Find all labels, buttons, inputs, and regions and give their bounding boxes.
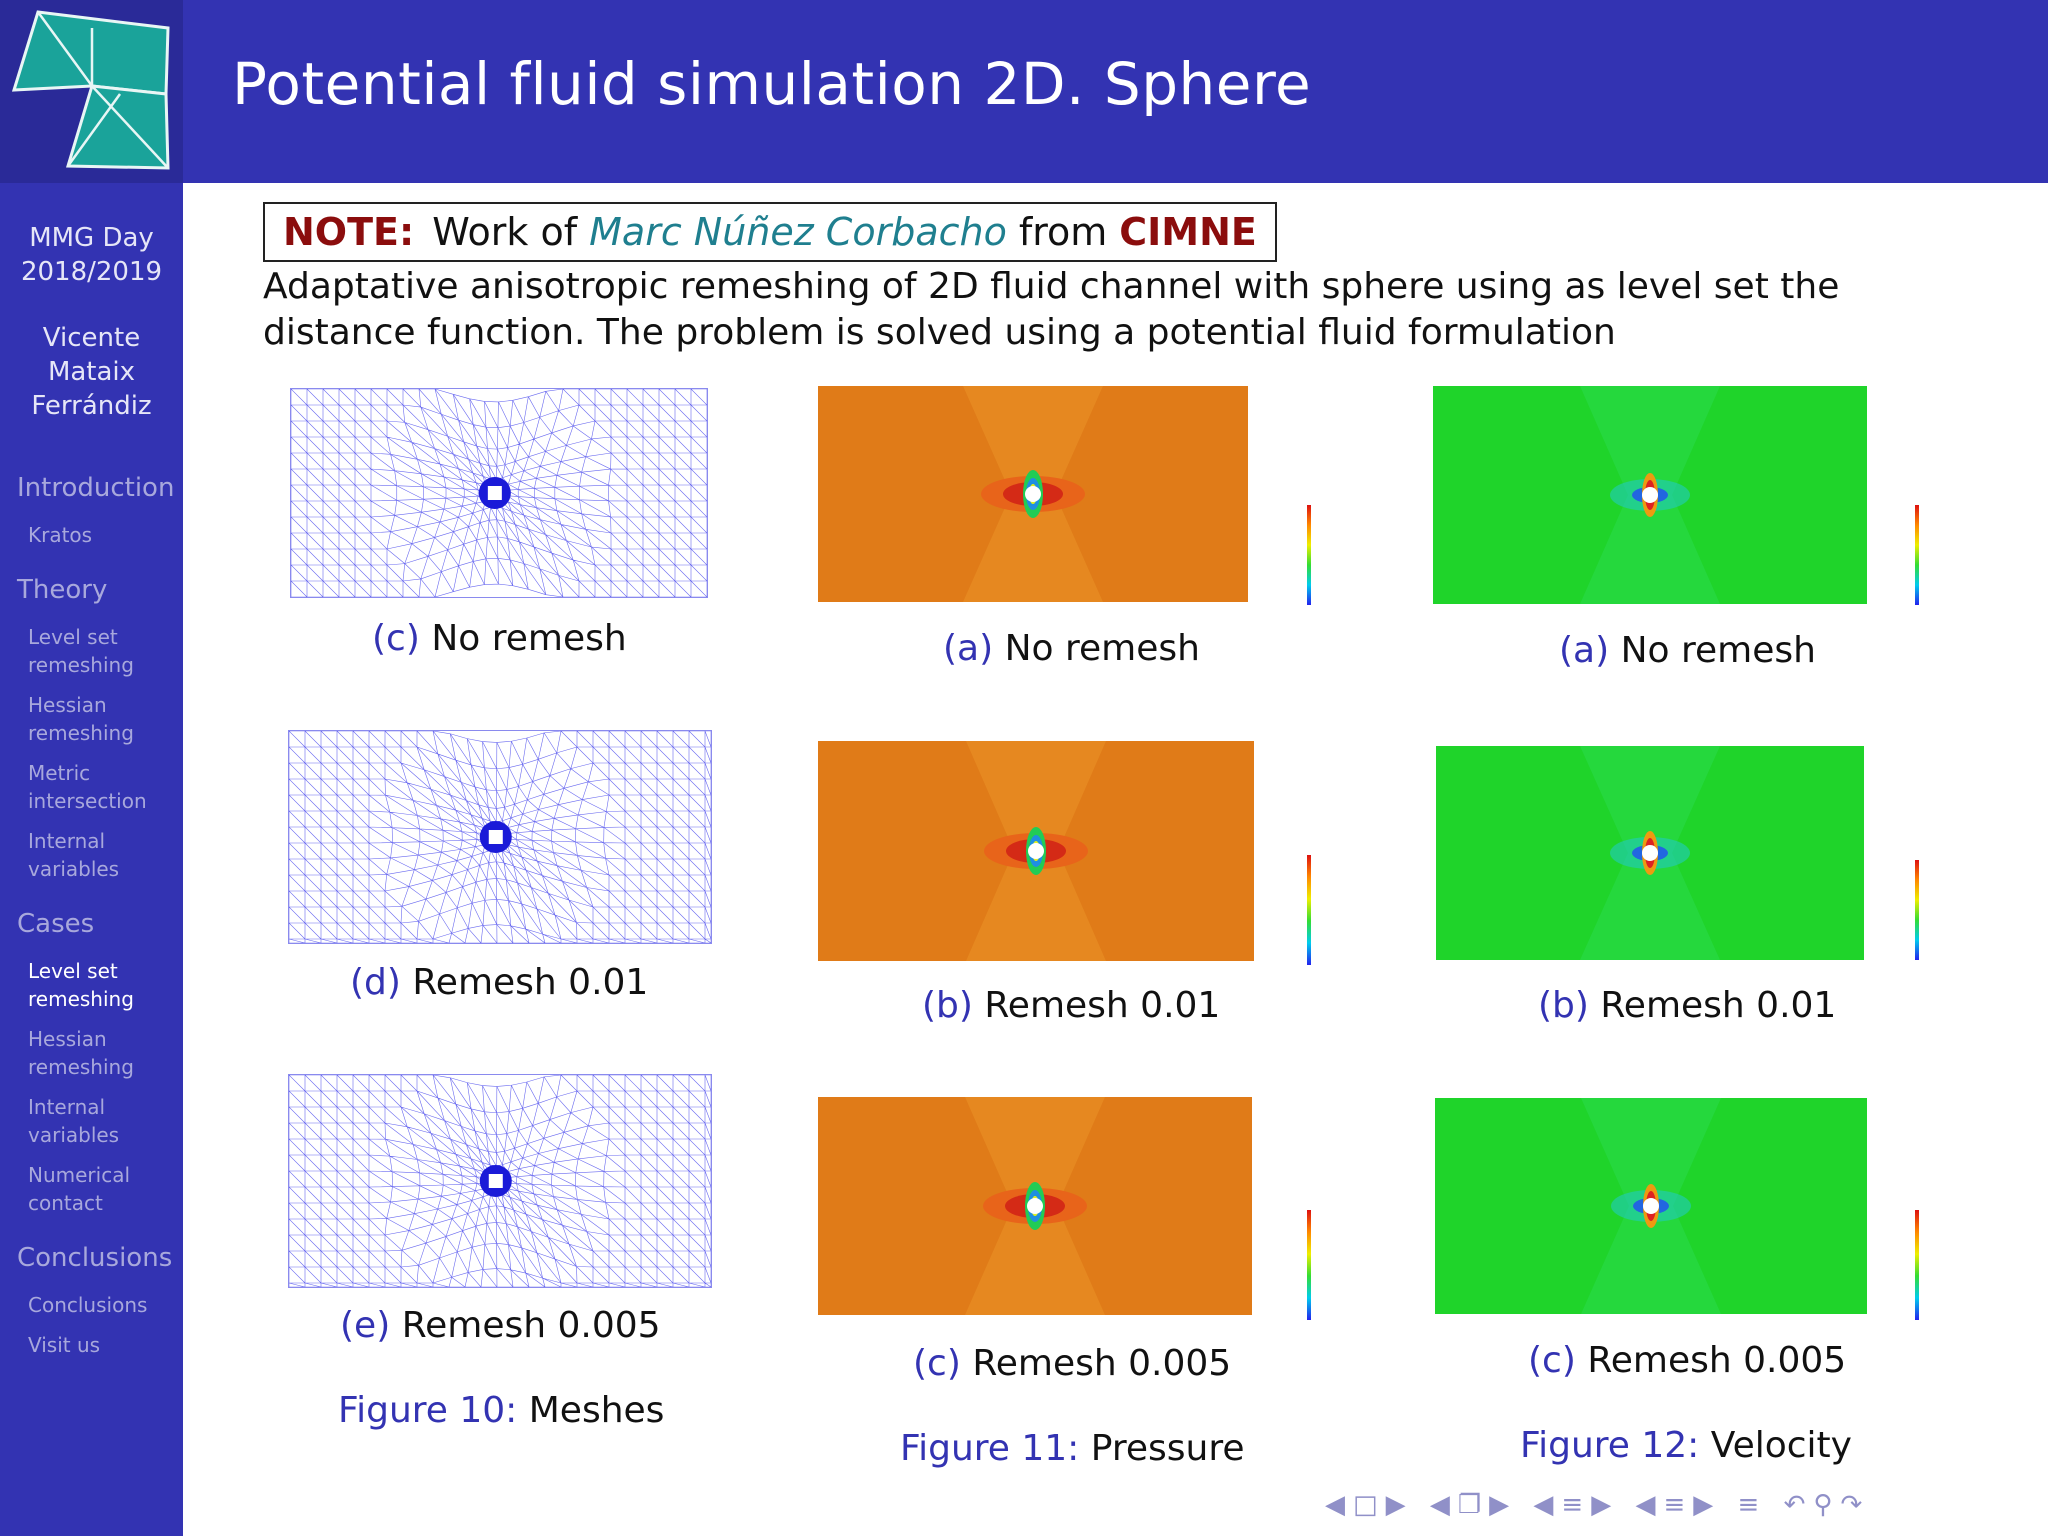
- pressure-image-remesh-001: [818, 741, 1254, 961]
- beamer-navigation-bar: ◀□▶ ◀❐▶ ◀≡▶ ◀≡▶ ≡ ↶⚲↷: [1325, 1490, 1870, 1520]
- caption-text: Remesh 0.01: [412, 962, 649, 1003]
- undo-icon[interactable]: ↶: [1783, 1490, 1814, 1520]
- subsection-icon[interactable]: ≡: [1663, 1490, 1694, 1520]
- note-prefix: Work of: [432, 210, 578, 254]
- figure-caption-pressure: Figure 11: Pressure: [900, 1428, 1244, 1469]
- page-title: Potential fluid simulation 2D. Sphere: [232, 50, 1312, 118]
- intro-paragraph: Adaptative anisotropic remeshing of 2D f…: [263, 266, 1840, 353]
- caption-text: Remesh 0.01: [984, 985, 1221, 1026]
- section-icon[interactable]: ≡: [1561, 1490, 1592, 1520]
- caption-tag: (c): [372, 618, 420, 659]
- caption-text: No remesh: [1620, 630, 1816, 671]
- frame-icon[interactable]: ❐: [1457, 1490, 1490, 1520]
- redo-icon[interactable]: ↷: [1840, 1490, 1871, 1520]
- nav-next-icon[interactable]: ▶: [1489, 1490, 1518, 1520]
- align-icon[interactable]: ≡: [1737, 1490, 1768, 1520]
- kratos-logo-icon: [11, 10, 170, 170]
- sidebar-item-cases-level-set[interactable]: Level set remeshing: [28, 959, 134, 1011]
- sidebar-item-theory-level-set[interactable]: Level set remeshing: [28, 625, 134, 677]
- caption-velocity-no-remesh: (a) No remesh: [1559, 630, 1816, 671]
- slide-icon[interactable]: □: [1353, 1490, 1386, 1520]
- nav-next-icon[interactable]: ▶: [1693, 1490, 1722, 1520]
- nav-prev-icon[interactable]: ◀: [1635, 1490, 1664, 1520]
- figure-caption-velocity: Figure 12: Velocity: [1520, 1425, 1852, 1466]
- velocity-image-remesh-0005: [1435, 1098, 1867, 1314]
- sidebar-section-cases[interactable]: Cases: [17, 909, 95, 939]
- caption-mesh-no-remesh: (c) No remesh: [372, 618, 627, 659]
- mesh-image-no-remesh: [290, 388, 708, 598]
- sidebar-item-conclusions[interactable]: Conclusions: [28, 1293, 148, 1317]
- figure-label: Figure 10:: [338, 1390, 518, 1431]
- caption-tag: (e): [340, 1305, 391, 1346]
- caption-text: Remesh 0.005: [401, 1305, 661, 1346]
- note-label: NOTE:: [283, 210, 415, 254]
- figure-caption-meshes: Figure 10: Meshes: [338, 1390, 664, 1431]
- velocity-colorbar: [1915, 860, 1919, 960]
- velocity-image-no-remesh: [1433, 386, 1867, 604]
- caption-pressure-remesh-001: (b) Remesh 0.01: [922, 985, 1220, 1026]
- figure-text: Pressure: [1090, 1428, 1245, 1469]
- pressure-image-no-remesh: [818, 386, 1248, 602]
- sidebar-item-theory-hessian[interactable]: Hessian remeshing: [28, 693, 134, 745]
- caption-pressure-no-remesh: (a) No remesh: [943, 628, 1200, 669]
- pressure-image-remesh-0005: [818, 1097, 1252, 1315]
- sidebar-item-numerical-contact[interactable]: Numerical contact: [28, 1163, 131, 1215]
- nav-prev-icon[interactable]: ◀: [1325, 1490, 1353, 1520]
- figure-text: Velocity: [1710, 1425, 1852, 1466]
- velocity-image-remesh-001: [1436, 746, 1864, 960]
- logo: [0, 0, 183, 183]
- note-box: NOTE: Work of Marc Núñez Corbacho from C…: [263, 202, 1277, 262]
- mesh-image-remesh-0005: [288, 1074, 712, 1288]
- pressure-colorbar: [1307, 505, 1311, 605]
- caption-text: No remesh: [431, 618, 627, 659]
- sidebar-item-metric-intersection[interactable]: Metric intersection: [28, 761, 147, 813]
- nav-next-icon[interactable]: ▶: [1591, 1490, 1620, 1520]
- note-person-link[interactable]: Marc Núñez Corbacho: [589, 210, 1007, 254]
- caption-pressure-remesh-0005: (c) Remesh 0.005: [913, 1343, 1231, 1384]
- caption-tag: (b): [1538, 985, 1589, 1026]
- note-mid: from: [1018, 210, 1108, 254]
- sidebar-item-kratos[interactable]: Kratos: [28, 523, 93, 547]
- caption-mesh-remesh-0005: (e) Remesh 0.005: [340, 1305, 661, 1346]
- velocity-colorbar: [1915, 505, 1919, 605]
- caption-velocity-remesh-001: (b) Remesh 0.01: [1538, 985, 1836, 1026]
- mesh-image-remesh-001: [288, 730, 712, 944]
- sidebar-section-introduction[interactable]: Introduction: [17, 473, 175, 503]
- caption-text: Remesh 0.005: [1587, 1340, 1847, 1381]
- caption-text: Remesh 0.005: [972, 1343, 1232, 1384]
- nav-prev-icon[interactable]: ◀: [1429, 1490, 1458, 1520]
- caption-mesh-remesh-001: (d) Remesh 0.01: [350, 962, 648, 1003]
- velocity-colorbar: [1915, 1210, 1919, 1320]
- sidebar-item-cases-internal-variables[interactable]: Internal variables: [28, 1095, 120, 1147]
- sidebar-section-theory[interactable]: Theory: [17, 575, 108, 605]
- caption-tag: (a): [1559, 630, 1610, 671]
- nav-prev-icon[interactable]: ◀: [1533, 1490, 1562, 1520]
- caption-tag: (a): [943, 628, 994, 669]
- caption-tag: (c): [1528, 1340, 1576, 1381]
- search-icon[interactable]: ⚲: [1813, 1490, 1841, 1520]
- caption-tag: (b): [922, 985, 973, 1026]
- caption-text: No remesh: [1004, 628, 1200, 669]
- slide-header: Potential fluid simulation 2D. Sphere: [0, 0, 2048, 183]
- figure-label: Figure 11:: [900, 1428, 1080, 1469]
- figure-text: Meshes: [528, 1390, 665, 1431]
- note-org: CIMNE: [1119, 210, 1257, 254]
- sidebar-item-theory-internal-variables[interactable]: Internal variables: [28, 829, 120, 881]
- sidebar-item-visit-us[interactable]: Visit us: [28, 1333, 101, 1357]
- nav-next-icon[interactable]: ▶: [1385, 1490, 1414, 1520]
- caption-text: Remesh 0.01: [1600, 985, 1837, 1026]
- figure-label: Figure 12:: [1520, 1425, 1700, 1466]
- caption-velocity-remesh-0005: (c) Remesh 0.005: [1528, 1340, 1846, 1381]
- caption-tag: (c): [913, 1343, 961, 1384]
- pressure-colorbar: [1307, 1210, 1311, 1320]
- sidebar-section-conclusions[interactable]: Conclusions: [17, 1243, 173, 1273]
- pressure-colorbar: [1307, 855, 1311, 965]
- sidebar-item-cases-hessian[interactable]: Hessian remeshing: [28, 1027, 134, 1079]
- caption-tag: (d): [350, 962, 401, 1003]
